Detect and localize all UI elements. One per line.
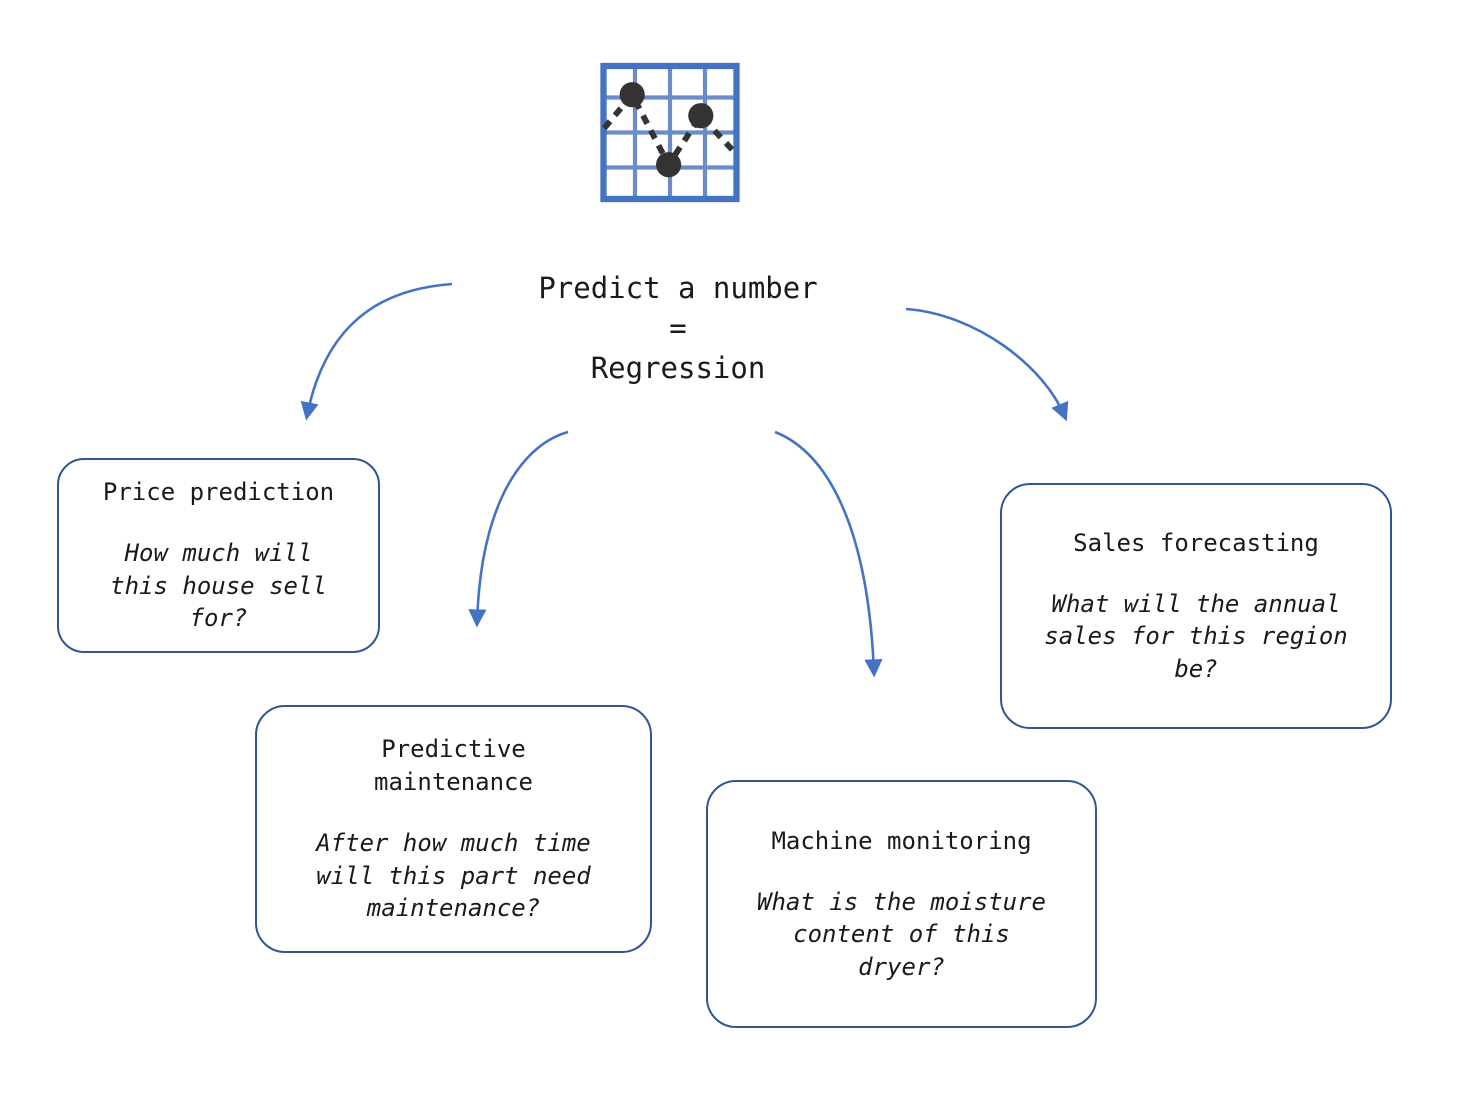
- arrow-to-machine-monitoring: [774, 430, 883, 678]
- arrow-to-sales-forecasting: [905, 307, 1069, 422]
- arrow-to-predictive-maintenance: [468, 430, 569, 628]
- node-question: How much will this house sell for?: [110, 539, 327, 633]
- root-label-line3: Regression: [590, 351, 766, 385]
- line-chart-grid-icon: [600, 62, 740, 203]
- node-machine-monitoring: Machine monitoring What is the moisture …: [706, 780, 1097, 1028]
- node-question: After how much time will this part need …: [316, 829, 591, 923]
- node-question: What is the moisture content of this dry…: [757, 887, 1046, 981]
- node-title: Price prediction: [102, 478, 335, 507]
- node-title: Machine monitoring: [771, 826, 1032, 855]
- node-sales-forecasting: Sales forecasting What will the annual s…: [1000, 483, 1392, 729]
- root-label: Predict a number = Regression: [478, 268, 878, 388]
- node-predictive-maintenance: Predictive maintenance After how much ti…: [255, 705, 652, 953]
- node-price-prediction: Price prediction How much will this hous…: [57, 458, 380, 653]
- root-label-line1: Predict a number: [538, 271, 818, 305]
- root-label-equals: =: [669, 311, 687, 345]
- arrow-to-price-prediction: [300, 282, 453, 421]
- node-title: Predictive maintenance: [374, 735, 533, 797]
- node-title: Sales forecasting: [1073, 528, 1319, 557]
- node-question: What will the annual sales for this regi…: [1044, 589, 1348, 683]
